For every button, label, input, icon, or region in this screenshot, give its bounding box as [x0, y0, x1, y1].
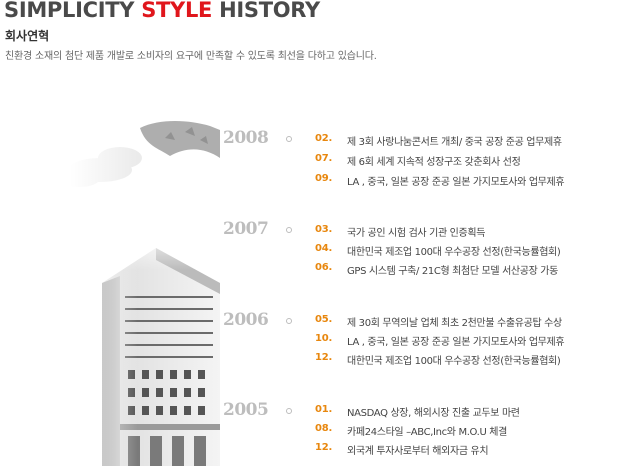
- year-label: 2007: [223, 219, 269, 239]
- event-text: 국가 공인 시험 검사 기관 인증획득: [347, 228, 486, 239]
- timeline-dot: [286, 136, 292, 142]
- event-month: 09.: [315, 173, 333, 184]
- event-text: 제 3회 사랑나눔콘서트 개최/ 중국 공장 준공 업무제휴: [347, 137, 562, 148]
- event-month: 03.: [315, 224, 333, 235]
- section-description: 친환경 소재의 첨단 제품 개발로 소비자의 요구에 만족할 수 있도록 최선을…: [5, 51, 377, 62]
- heading-accent-text: STYLE: [141, 0, 213, 22]
- event-text: GPS 시스템 구축/ 21C형 최첨단 모델 서산공장 가동: [347, 266, 559, 277]
- event-month: 01.: [315, 404, 333, 415]
- event-text: 대한민국 제조업 100대 우수공장 선정(한국능률협회): [347, 356, 561, 367]
- event-text: 제 6회 세계 지속적 성장구조 갖춘회사 선정: [347, 157, 521, 168]
- year-label: 2006: [223, 310, 269, 330]
- event-text: 대한민국 제조업 100대 우수공장 선정(한국능률협회): [347, 247, 561, 258]
- event-text: LA , 중국, 일본 공장 준공 일본 가지모토사와 업무제휴: [347, 337, 565, 348]
- section-subtitle: 회사연혁: [5, 29, 50, 43]
- timeline-dot: [286, 318, 292, 324]
- event-month: 12.: [315, 442, 333, 453]
- event-month: 12.: [315, 352, 333, 363]
- event-month: 07.: [315, 153, 333, 164]
- building-illustration: [70, 118, 220, 466]
- event-month: 10.: [315, 333, 333, 344]
- timeline-dot: [286, 227, 292, 233]
- heading-text-2: HISTORY: [212, 0, 320, 22]
- event-text: NASDAQ 상장, 해외시장 진출 교두보 마련: [347, 408, 520, 419]
- event-month: 02.: [315, 133, 333, 144]
- heading-text-1: SIMPLICITY: [4, 0, 142, 22]
- event-text: 카페24스타일 –ABC,Inc와 M.O.U 체결: [347, 427, 508, 438]
- page-heading: SIMPLICITY STYLE HISTORY: [4, 0, 320, 22]
- year-label: 2005: [223, 400, 269, 420]
- event-month: 06.: [315, 262, 333, 273]
- timeline-dot: [286, 408, 292, 414]
- event-text: 제 30회 무역의날 업체 최초 2천만불 수출유공탑 수상: [347, 318, 562, 329]
- year-label: 2008: [223, 128, 269, 148]
- event-text: LA , 중국, 일본 공장 준공 일본 가지모토사와 업무제휴: [347, 177, 565, 188]
- event-text: 외국계 투자사로부터 해외자금 유치: [347, 446, 489, 457]
- event-month: 08.: [315, 423, 333, 434]
- event-month: 04.: [315, 243, 333, 254]
- event-month: 05.: [315, 314, 333, 325]
